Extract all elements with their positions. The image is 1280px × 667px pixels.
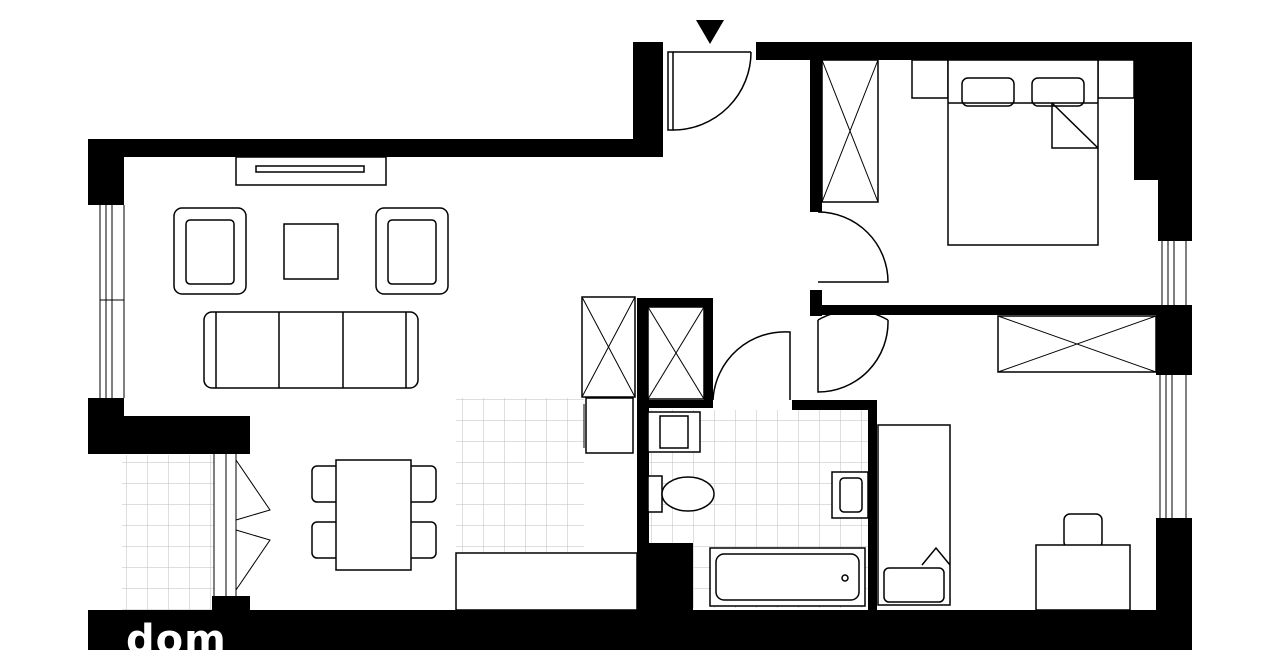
room-2-door — [817, 309, 889, 393]
pillow — [883, 567, 945, 603]
entrance-door — [667, 51, 752, 131]
bedroom-door — [817, 211, 889, 283]
room-2 — [877, 424, 1131, 611]
wall — [637, 298, 649, 610]
interior-doors — [712, 211, 889, 401]
wall — [1134, 42, 1192, 180]
walls — [88, 42, 1192, 650]
wall — [88, 610, 1192, 650]
dining-area — [311, 459, 437, 571]
window-living-room — [99, 205, 125, 398]
wall — [756, 42, 1192, 60]
sofa — [203, 311, 419, 389]
wall — [868, 400, 877, 610]
wall — [810, 60, 822, 212]
counter — [455, 552, 638, 611]
balcony-tiles — [122, 455, 214, 610]
pillow — [1031, 77, 1085, 107]
window-room-2 — [1159, 375, 1187, 518]
tv — [255, 165, 365, 173]
wall — [88, 139, 648, 157]
desk-chair — [1063, 513, 1103, 549]
wall — [1158, 175, 1192, 241]
bathroom-door — [712, 331, 791, 401]
fridge — [585, 397, 634, 454]
wall — [88, 416, 250, 454]
wall — [212, 596, 250, 616]
toilet-tank — [647, 475, 663, 513]
closets — [647, 59, 1157, 400]
wall — [704, 298, 713, 408]
living-room — [173, 156, 449, 389]
wall — [633, 42, 663, 157]
kitchen-tiles — [456, 398, 584, 553]
wall — [792, 400, 877, 410]
nightstand — [911, 59, 949, 99]
pillow — [961, 77, 1015, 107]
balcony-door — [213, 454, 271, 596]
entrance-arrow-icon — [696, 20, 724, 44]
wall — [810, 305, 1156, 315]
dining-table — [335, 459, 412, 571]
nightstand — [1097, 59, 1135, 99]
wall — [637, 543, 693, 613]
bedroom — [911, 59, 1135, 246]
coffee-table — [283, 223, 339, 280]
toilet — [661, 476, 715, 512]
kitchen — [455, 296, 638, 611]
windows — [99, 205, 1187, 596]
wall — [637, 298, 705, 307]
logo: dom — [126, 617, 227, 663]
window-bedroom — [1161, 241, 1187, 305]
wall — [88, 139, 124, 205]
bathroom — [647, 411, 869, 607]
wall — [637, 400, 713, 408]
desk — [1035, 544, 1131, 611]
wall — [1156, 305, 1192, 375]
